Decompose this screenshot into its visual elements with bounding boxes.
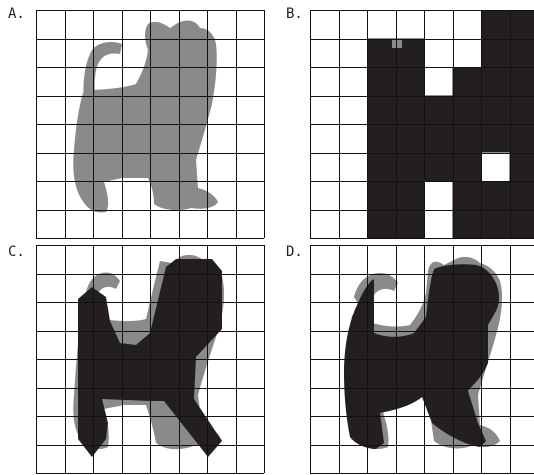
mask-cell	[367, 67, 396, 96]
panel-c	[36, 245, 264, 473]
panel-a	[36, 10, 264, 238]
mask-cell	[424, 124, 453, 153]
mask-cell	[453, 124, 482, 153]
mask-cell	[481, 96, 510, 125]
panel-label-b: B.	[286, 6, 303, 22]
panel-label-c: C.	[8, 244, 25, 260]
mask-cell	[453, 96, 482, 125]
mask-cell	[396, 96, 425, 125]
mask-cell	[396, 210, 425, 239]
cat-silhouette-shape	[73, 21, 218, 213]
mask-cell	[510, 96, 534, 125]
grid-lines	[36, 245, 265, 474]
mask-cell	[481, 39, 510, 68]
mask-cell	[367, 124, 396, 153]
mask-cell	[396, 67, 425, 96]
panel-b	[310, 10, 534, 238]
mask-cell	[510, 67, 534, 96]
mask-cell	[510, 210, 534, 239]
mask-cell	[396, 153, 425, 182]
panel-label-a: A.	[8, 6, 25, 22]
mask-cell	[424, 96, 453, 125]
panel-d	[310, 245, 534, 473]
mask-cell	[367, 153, 396, 182]
mask-cell	[367, 210, 396, 239]
mask-cell	[481, 181, 510, 210]
mask-cell	[510, 10, 534, 39]
mask-cell	[367, 181, 396, 210]
mask-cell	[367, 39, 396, 68]
mask-cell	[481, 10, 510, 39]
mask-cell	[510, 181, 534, 210]
mask-cell	[453, 67, 482, 96]
mask-cell	[424, 153, 453, 182]
mask-cell	[510, 39, 534, 68]
panel-label-d: D.	[286, 244, 303, 260]
mask-cell	[367, 96, 396, 125]
mask-cell	[453, 210, 482, 239]
mask-cell	[396, 181, 425, 210]
mask-cell	[510, 153, 534, 182]
mask-cell	[453, 181, 482, 210]
grid-lines	[36, 10, 265, 239]
mask-cell	[481, 67, 510, 96]
grid-lines	[310, 245, 534, 474]
mask-cell	[396, 124, 425, 153]
mask-cell	[453, 153, 482, 182]
mask-cell	[510, 124, 534, 153]
mask-cell	[481, 124, 510, 153]
mask-cell	[481, 210, 510, 239]
